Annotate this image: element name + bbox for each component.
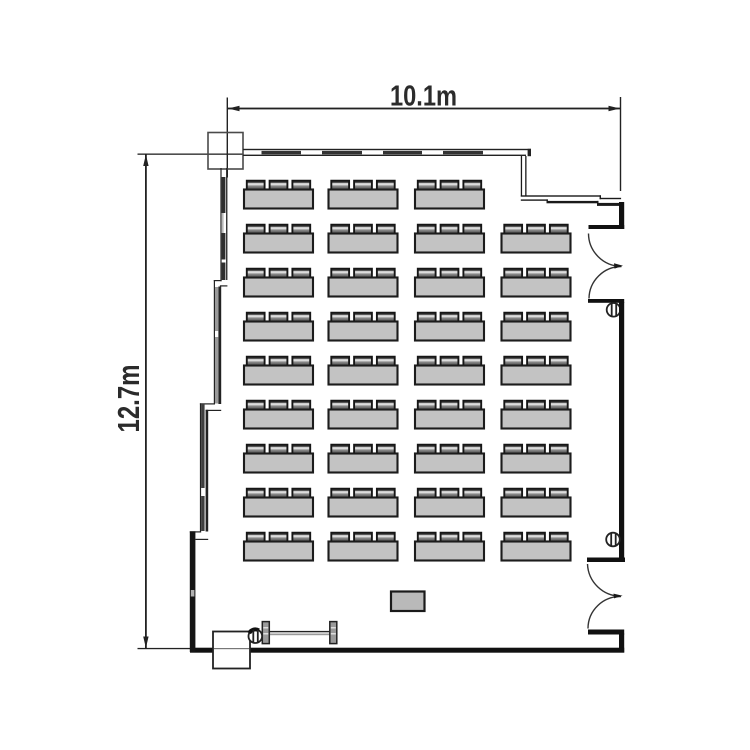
svg-text:10.1m: 10.1m — [390, 81, 457, 113]
svg-text:12.7m: 12.7m — [112, 365, 146, 433]
